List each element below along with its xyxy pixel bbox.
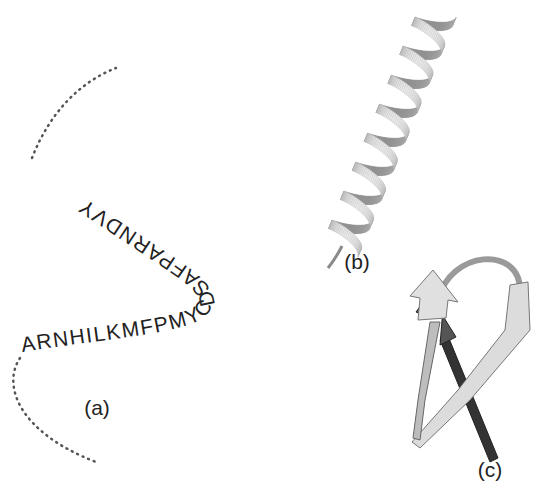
light-strand bbox=[412, 282, 530, 448]
helix-ribbon bbox=[415, 55, 420, 65]
dotted-chain bbox=[32, 68, 116, 158]
alpha-helix bbox=[328, 17, 456, 268]
helix-ribbon bbox=[452, 17, 456, 26]
helix-ribbon bbox=[367, 171, 372, 181]
strand-arrowhead bbox=[410, 270, 458, 320]
helix-ribbon bbox=[405, 85, 410, 95]
helix-ribbon bbox=[427, 26, 432, 36]
helix-tail bbox=[328, 246, 342, 268]
helix-ribbon bbox=[344, 229, 349, 239]
light-strand bbox=[413, 322, 440, 440]
beta-hairpin bbox=[410, 259, 530, 462]
panel-label: (c) bbox=[478, 458, 503, 482]
dotted-chain bbox=[13, 358, 96, 462]
panel-label: (b) bbox=[344, 250, 370, 274]
helix-ribbon bbox=[391, 113, 396, 123]
amino-acid-sequence: ARNHILKMFPMYCDSAFPARNDVY bbox=[19, 195, 219, 356]
panel-label: (a) bbox=[84, 396, 110, 420]
helix-ribbon bbox=[452, 18, 456, 27]
helix-ribbon bbox=[451, 19, 455, 28]
helix-ribbon bbox=[379, 142, 384, 152]
helix-ribbon bbox=[355, 200, 360, 210]
sequence-text: ARNHILKMFPMYCDSAFPARNDVY bbox=[19, 195, 219, 356]
